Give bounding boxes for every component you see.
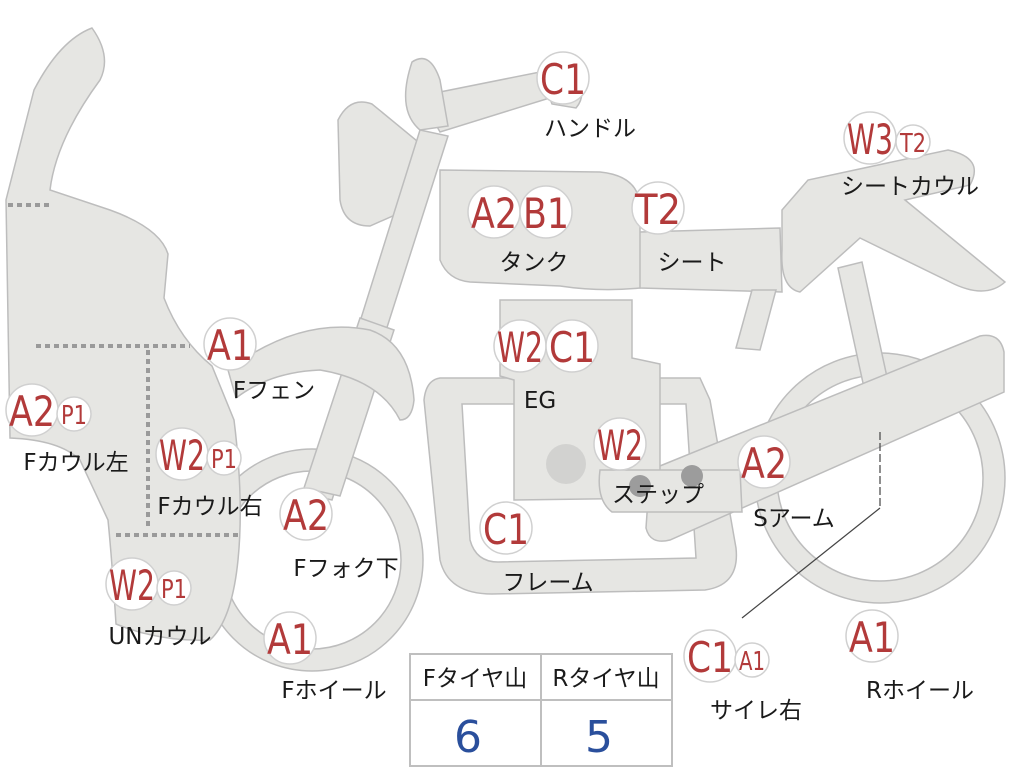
grade-badge	[536, 51, 590, 105]
grade-code: C1	[687, 633, 733, 682]
part-name: Fホイール	[281, 678, 386, 704]
part-name: フレーム	[502, 570, 593, 596]
sub-grade-code: P1	[61, 401, 87, 431]
front-fender-shape	[227, 326, 415, 421]
table-value-rear: 5	[585, 712, 613, 763]
part-name: Fフォク下	[293, 556, 398, 582]
grade-code: W2	[109, 561, 155, 610]
grade-code: C1	[540, 55, 586, 104]
grade-badge	[845, 609, 899, 663]
grade-code: A1	[849, 613, 895, 662]
grade-code: A2	[471, 189, 517, 238]
part-name: タンク	[500, 250, 569, 276]
grade-badge	[203, 317, 257, 371]
step-peg-left	[629, 475, 651, 497]
grade-code: C1	[549, 323, 595, 372]
tire-tread-table: Fタイヤ山 Rタイヤ山 6 5	[409, 653, 673, 767]
grade-code: T2	[634, 185, 681, 234]
grade-badge	[263, 611, 317, 665]
step-peg-right	[681, 465, 703, 487]
sub-grade-code: P1	[211, 445, 237, 475]
grade-code: C1	[483, 505, 529, 554]
grade-badge	[631, 181, 685, 235]
part-un-cowl: W2 P1 UNカウル	[105, 557, 212, 650]
grade-badge	[519, 185, 573, 239]
table-header-rear: Rタイヤ山	[552, 666, 659, 692]
grade-code: A2	[283, 491, 329, 540]
sub-grade-badge	[156, 570, 192, 606]
part-step: W2 ステップ	[593, 417, 704, 508]
part-name: シートカウル	[841, 174, 979, 200]
part-name: Fフェン	[233, 378, 315, 404]
sub-grade-badge	[56, 396, 92, 432]
grade-code: W2	[597, 421, 643, 470]
sub-grade-code: P1	[161, 575, 187, 605]
part-f-wheel: A1 Fホイール	[263, 611, 387, 704]
part-name: EG	[524, 388, 556, 414]
part-name: シート	[658, 250, 727, 276]
grade-badge	[593, 417, 647, 471]
part-seat: T2 シート	[631, 181, 727, 276]
part-s-arm: A2 Sアーム	[737, 435, 835, 532]
grade-code: W2	[159, 431, 205, 480]
grade-code: W2	[497, 323, 543, 372]
sub-grade-badge	[895, 124, 931, 160]
seat-cowl-shape	[781, 149, 1007, 293]
part-handle: C1 ハンドル	[536, 51, 636, 142]
part-f-fork-lower: A2 Fフォク下	[279, 487, 399, 582]
table-value-front: 6	[454, 712, 482, 763]
part-name: Fカウル左	[23, 450, 128, 476]
part-f-fender: A1 Fフェン	[203, 317, 315, 404]
grade-badge	[737, 435, 791, 489]
sub-grade-code: T2	[899, 129, 926, 159]
part-engine: W2 C1 EG	[493, 319, 599, 414]
part-frame: C1 フレーム	[479, 501, 594, 596]
part-muffler-right: C1 A1 サイレ右	[683, 629, 802, 724]
grade-code: A1	[207, 321, 253, 370]
part-f-cowl-right: W2 P1 Fカウル右	[155, 427, 263, 520]
steering-head-shape	[404, 57, 449, 131]
grade-code: B1	[523, 189, 569, 238]
frame-loop-shape	[423, 377, 738, 595]
grade-badge	[279, 487, 333, 541]
part-name: Sアーム	[753, 506, 835, 532]
grade-code: W3	[847, 115, 893, 164]
part-name: ステップ	[612, 482, 704, 508]
engine-cover	[546, 444, 586, 484]
part-name: ハンドル	[544, 116, 636, 142]
rear-frame-strut	[735, 289, 777, 351]
grade-code: A2	[9, 387, 55, 436]
part-tank: A2 B1 タンク	[467, 185, 573, 276]
part-name: Rホイール	[866, 678, 974, 704]
grade-code: A2	[741, 439, 787, 488]
muffler-leader-line	[741, 507, 881, 619]
front-cowl-shape	[5, 27, 241, 641]
part-seat-cowl: W3 T2 シートカウル	[841, 111, 979, 200]
part-labels: C1 ハンドル W3 T2 シートカウル A2 B1 タンク T2 シート A1…	[5, 51, 979, 724]
part-name: UNカウル	[108, 624, 211, 650]
part-r-wheel: A1 Rホイール	[845, 609, 974, 704]
table-header-front: Fタイヤ山	[423, 666, 528, 692]
part-name: サイレ右	[710, 698, 802, 724]
grade-badge	[545, 319, 599, 373]
grade-code: A1	[267, 615, 313, 664]
sub-grade-code: A1	[739, 647, 765, 677]
grade-badge	[479, 501, 533, 555]
sub-grade-badge	[734, 642, 770, 678]
part-f-cowl-left: A2 P1 Fカウル左	[5, 383, 129, 476]
sub-grade-badge	[206, 440, 242, 476]
part-name: Fカウル右	[157, 494, 262, 520]
